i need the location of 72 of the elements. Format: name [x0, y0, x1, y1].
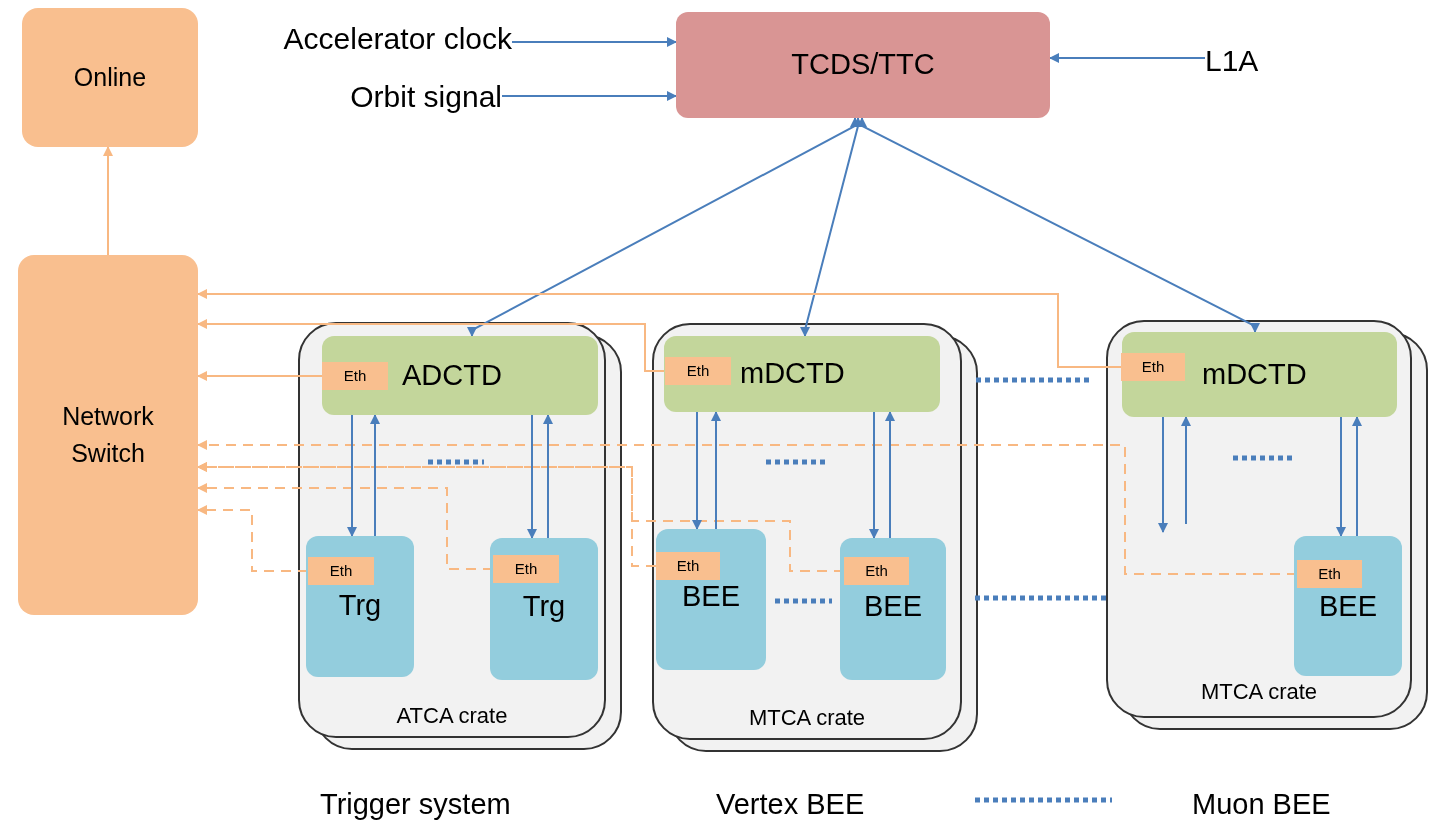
arrow: [869, 411, 879, 539]
arrow: [543, 414, 553, 539]
eth-port-box: [656, 552, 720, 580]
arrow: [1352, 416, 1362, 537]
node-label: BEE: [682, 578, 740, 614]
node-label: MTCA crate: [748, 704, 866, 732]
node-label: Eth: [1318, 563, 1341, 584]
system-label: Vertex BEE: [716, 787, 865, 822]
trigger-board: [306, 536, 414, 677]
controller-board: [1122, 332, 1397, 417]
tcds-ttc-box: [676, 12, 1050, 118]
arrow: [197, 289, 1122, 368]
eth-port-box: [322, 362, 388, 390]
arrow: [1158, 416, 1168, 533]
arrow: [103, 146, 113, 256]
arrow: [885, 411, 895, 539]
arrow: [800, 117, 863, 337]
arrow: [711, 411, 721, 530]
node-label: TCDS/TTC: [791, 47, 935, 83]
eth-port-box: [665, 357, 731, 385]
node-label: MTCA crate: [1200, 678, 1318, 706]
node-label: ADCTD: [402, 357, 502, 393]
arrow: [197, 319, 666, 372]
eth-port-box: [493, 555, 559, 583]
node-label: Network Switch: [61, 400, 155, 469]
arrow: [347, 414, 357, 537]
eth-port-box: [308, 557, 374, 585]
arrow: [511, 37, 677, 47]
node-label: BEE: [1319, 588, 1377, 624]
node-label: Eth: [865, 560, 888, 581]
arrow: [1336, 416, 1346, 537]
eth-port-box: [1121, 353, 1185, 381]
arrow: [197, 371, 323, 381]
node-label: Eth: [1141, 356, 1165, 377]
signal-label: Accelerator clock: [212, 18, 512, 58]
arrow: [527, 414, 537, 539]
crate-box: [298, 322, 606, 738]
eth-port-box: [1297, 560, 1362, 588]
node-label: Eth: [686, 360, 710, 381]
node-label: mDCTD: [740, 356, 845, 392]
arrow: [501, 91, 677, 101]
arrow: [692, 411, 702, 530]
system-label: Muon BEE: [1192, 787, 1331, 822]
backend-board: [656, 529, 766, 670]
node-label: Eth: [343, 365, 367, 386]
node-label: ATCA crate: [396, 702, 508, 730]
signal-label: Orbit signal: [290, 76, 502, 116]
system-label: Trigger system: [320, 787, 511, 822]
arrow: [1049, 53, 1206, 63]
controller-board: [664, 336, 940, 412]
arrow: [1181, 416, 1191, 525]
arrow: [370, 414, 380, 537]
node-label: Online: [73, 61, 147, 93]
backend-board: [840, 538, 946, 680]
crate-box: [1106, 320, 1412, 718]
trigger-board: [490, 538, 598, 680]
arrow: [857, 117, 1260, 333]
crate-box: [652, 323, 962, 740]
arrow: [197, 505, 309, 572]
backend-board: [1294, 536, 1402, 676]
node-label: Eth: [329, 560, 353, 581]
controller-board: [322, 336, 598, 415]
eth-port-box: [844, 557, 909, 585]
node-label: Eth: [676, 555, 700, 576]
node-label: mDCTD: [1202, 356, 1307, 392]
signal-label: L1A: [1205, 40, 1295, 80]
node-label: BEE: [864, 588, 922, 624]
node-label: Trg: [338, 587, 382, 623]
network-switch-box: [18, 255, 198, 615]
online-box: [22, 8, 198, 147]
node-label: Eth: [514, 558, 538, 579]
node-label: Trg: [522, 588, 566, 624]
